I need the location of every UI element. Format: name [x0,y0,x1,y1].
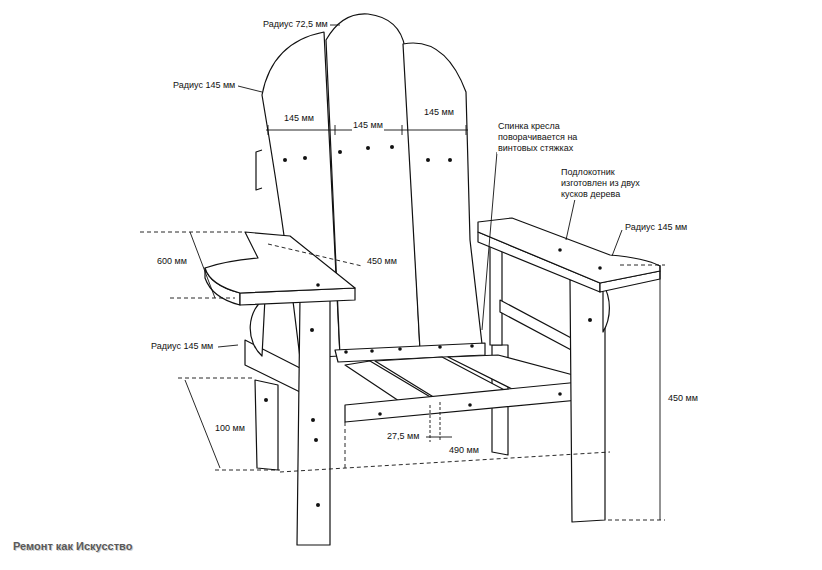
dimension-label: 450 мм [667,393,699,404]
front-leg [570,278,605,522]
back-slat [403,43,482,350]
dimension-label: Радиус 145 мм [150,341,214,352]
callout-note: Спинка кресла поворачивается на винтовых… [497,121,611,154]
dimension-label: 450 мм [366,256,398,267]
dimension-label: 145 мм [423,107,455,118]
rear-leg [255,380,278,470]
dimension-label: 145 мм [352,120,384,131]
screws [264,145,602,507]
watermark: Ремонт как Искусство [12,541,133,552]
dimension-label: 145 мм [283,113,315,124]
back-brace [256,150,262,190]
dimension-label: Радиус 145 мм [624,222,688,233]
callout-note: Подлокотник изготовлен из двух кусков де… [560,167,642,200]
side-rail [500,300,575,352]
dimension-lines [140,25,665,520]
dimension-label: 600 мм [156,256,188,267]
front-apron [345,380,600,422]
dimension-label: 27,5 мм [386,431,420,442]
arm-bracket [250,298,265,356]
armrest [205,232,355,293]
front-leg [297,297,330,545]
dimension-label: 100 мм [214,423,246,434]
dimension-label: 490 мм [448,445,480,456]
dimension-label: Радиус 145 мм [172,80,236,91]
side-rail [245,340,300,392]
dimension-label: Радиус 72,5 мм [262,19,329,30]
